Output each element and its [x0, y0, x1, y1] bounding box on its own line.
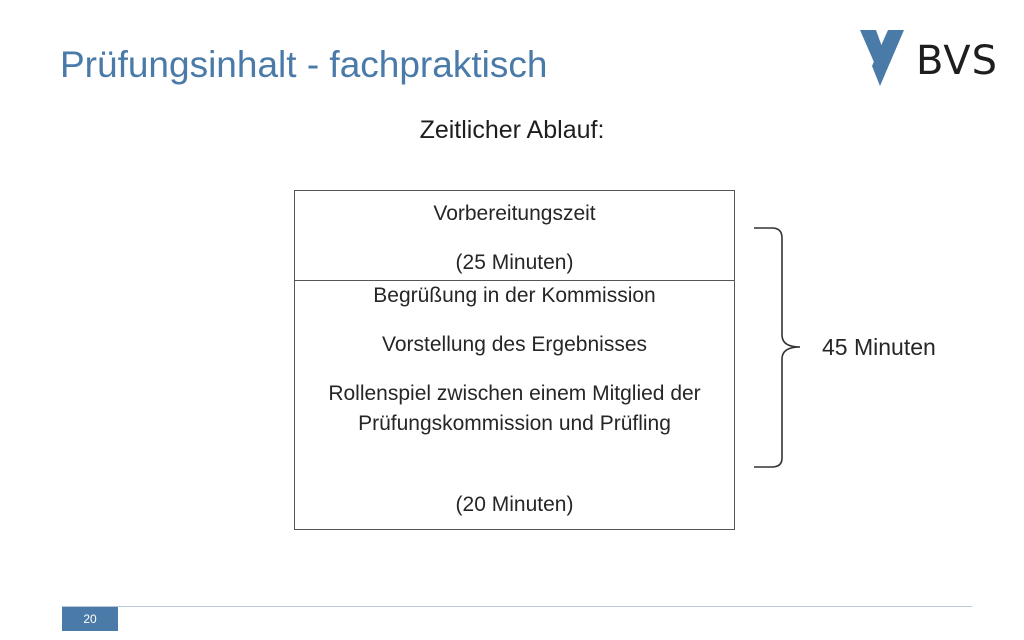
exam-duration: (20 Minuten): [455, 493, 574, 516]
exam-item-greeting: Begrüßung in der Kommission: [373, 284, 656, 307]
exam-block: Begrüßung in der Kommission Vorstellung …: [295, 281, 734, 529]
preparation-label: Vorbereitungszeit: [433, 202, 596, 225]
logo-text: BVS: [916, 38, 998, 84]
preparation-block: Vorbereitungszeit (25 Minuten): [295, 191, 734, 281]
right-brace-icon: [754, 227, 801, 468]
page-number: 20: [62, 607, 118, 631]
slide-title: Prüfungsinhalt - fachpraktisch: [60, 44, 548, 85]
bvs-v-mark-icon: [860, 30, 904, 86]
section-subtitle: Zeitlicher Ablauf:: [419, 116, 605, 144]
bvs-logo: BVS: [858, 26, 1003, 88]
footer-divider: [62, 606, 972, 607]
exam-item-roleplay: Rollenspiel zwischen einem Mitglied der …: [328, 382, 701, 435]
preparation-duration: (25 Minuten): [455, 251, 574, 274]
schedule-box: Vorbereitungszeit (25 Minuten) Begrüßung…: [294, 190, 735, 530]
exam-item-presentation: Vorstellung des Ergebnisses: [382, 333, 647, 356]
total-duration-label: 45 Minuten: [822, 334, 936, 360]
